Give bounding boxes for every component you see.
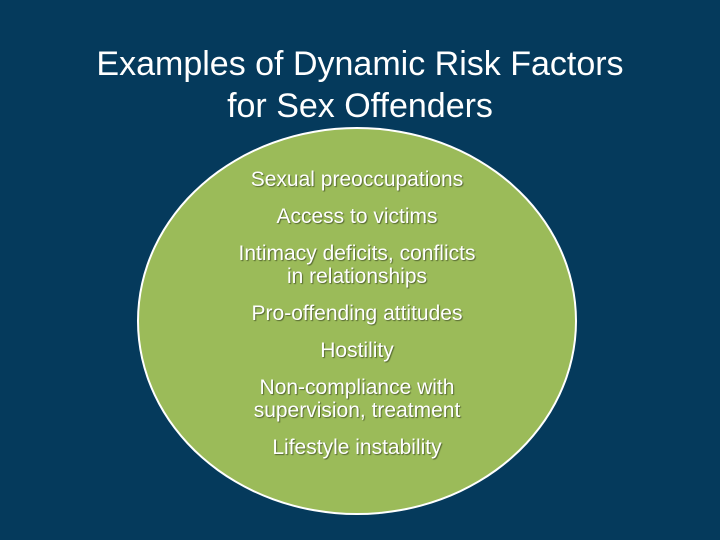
green-circle-shape — [137, 127, 577, 515]
risk-factor-text: Sexual preoccupations — [250, 168, 464, 191]
risk-factor-text: Lifestyle instability — [272, 436, 442, 459]
risk-factor-item: Hostility — [137, 339, 577, 362]
risk-factor-item: Pro-offending attitudes — [137, 302, 577, 325]
risk-factor-text: Hostility — [320, 339, 394, 362]
risk-factor-item: Access to victims — [137, 205, 577, 228]
risk-factor-text: in relationships — [286, 265, 428, 288]
risk-factor-text: supervision, treatment — [253, 399, 461, 422]
risk-factor-text: Access to victims — [276, 205, 438, 228]
risk-factor-text: Pro-offending attitudes — [251, 302, 463, 325]
risk-factor-item: Intimacy deficits, conflicts in relation… — [137, 242, 577, 288]
risk-factor-item: Lifestyle instability — [137, 436, 577, 459]
risk-factor-text: Intimacy deficits, conflicts — [238, 242, 476, 265]
slide-title: Examples of Dynamic Risk Factors for Sex… — [0, 43, 720, 127]
risk-factor-item: Sexual preoccupations — [137, 168, 577, 191]
risk-factor-item: Non-compliance with supervision, treatme… — [137, 376, 577, 422]
risk-factor-list: Sexual preoccupations Access to victims … — [137, 168, 577, 473]
risk-factor-text: Non-compliance with — [259, 376, 455, 399]
slide-title-line-1: Examples of Dynamic Risk Factors — [96, 44, 624, 83]
slide-title-line-2: for Sex Offenders — [227, 86, 493, 125]
